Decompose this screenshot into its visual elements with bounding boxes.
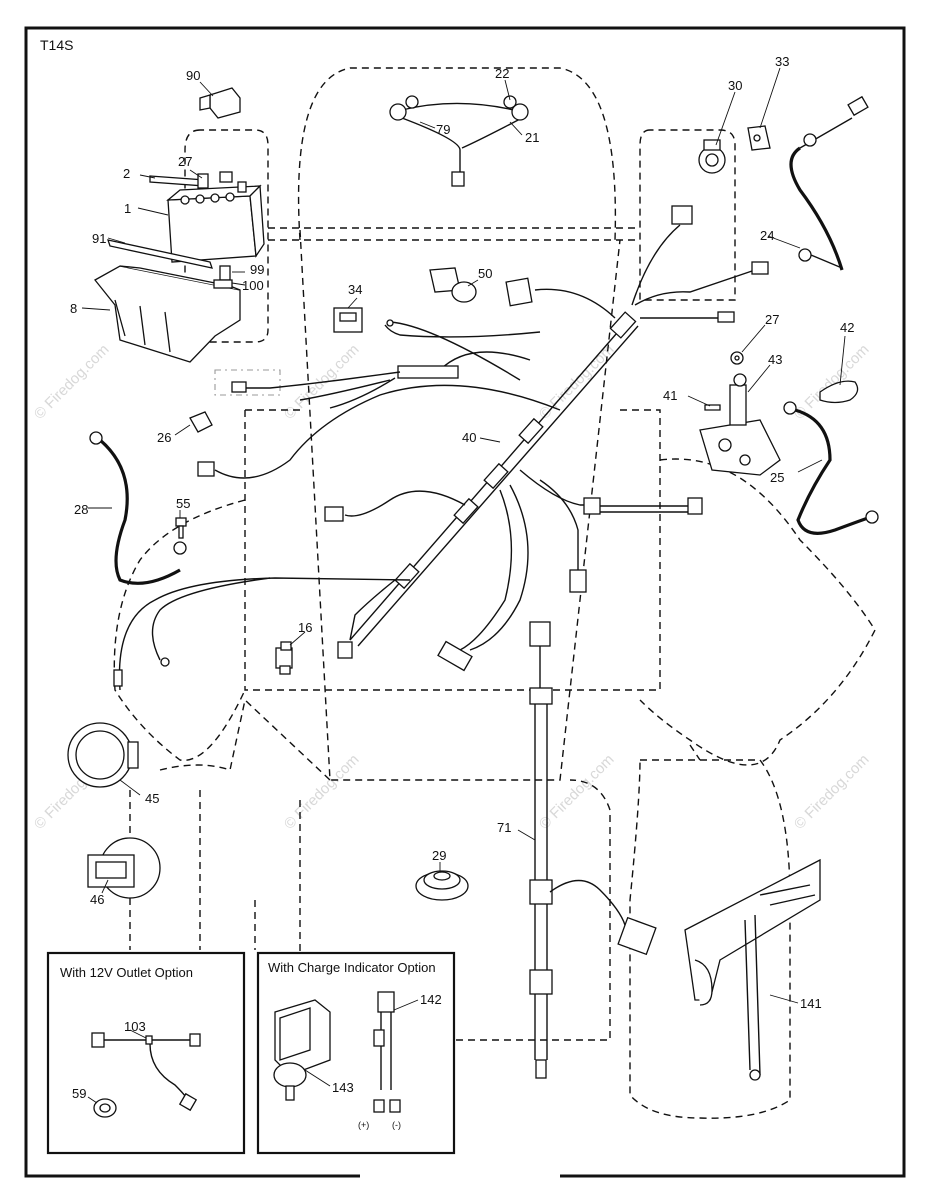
- callout-59: 59: [72, 1086, 86, 1101]
- switch-16: [275, 641, 293, 675]
- callout-43: 43: [768, 352, 782, 367]
- callout-41: 41: [663, 388, 677, 403]
- callout-99: 99: [250, 262, 264, 277]
- callout-46: 46: [90, 892, 104, 907]
- callout-142: 142: [420, 992, 442, 1007]
- callout-40: 40: [462, 430, 476, 445]
- minus-terminal-label: (-): [392, 1120, 401, 1130]
- battery-cable-24: [789, 95, 869, 271]
- callout-26: 26: [157, 430, 171, 445]
- leader-lines: [81, 67, 846, 1004]
- battery-bolt: [149, 175, 206, 187]
- hold-down-strap: [107, 239, 213, 269]
- callout-22: 22: [495, 66, 509, 81]
- callout-100: 100: [242, 278, 264, 293]
- callout-30: 30: [728, 78, 742, 93]
- callout-33: 33: [775, 54, 789, 69]
- callout-45: 45: [145, 791, 159, 806]
- gauge-45: [67, 722, 139, 788]
- callout-42: 42: [840, 320, 854, 335]
- terminal-boot-42: [819, 380, 859, 404]
- callout-27-nut: 27: [765, 312, 779, 327]
- outlet-option-box: With 12V Outlet Option 103 59: [46, 951, 246, 1155]
- watermark: © Firedog.com: [31, 341, 113, 423]
- nut-27: [730, 351, 744, 365]
- callout-28: 28: [74, 502, 88, 517]
- callout-25: 25: [770, 470, 784, 485]
- horn-29: [415, 870, 469, 901]
- callout-34: 34: [348, 282, 362, 297]
- part-90-switch: [199, 87, 241, 119]
- seat-harness-141: [684, 858, 821, 1081]
- callouts: 90 2 27 1 91 8 99 100 22 21 79 30 33 24 …: [70, 54, 854, 1011]
- callout-79: 79: [436, 122, 450, 137]
- callout-1: 1: [124, 201, 131, 216]
- charge-indicator-box: With Charge Indicator Option 142 143 (+)…: [256, 951, 456, 1155]
- model-code: T14S: [40, 37, 73, 53]
- callout-8: 8: [70, 301, 77, 316]
- callout-50: 50: [478, 266, 492, 281]
- callout-24: 24: [760, 228, 774, 243]
- battery-cable-25: [783, 401, 879, 535]
- callout-71: 71: [497, 820, 511, 835]
- callout-103: 103: [124, 1019, 146, 1034]
- watermark: © Firedog.com: [791, 341, 873, 423]
- watermark: © Firedog.com: [536, 341, 618, 423]
- callout-91: 91: [92, 231, 106, 246]
- fuse-26: [189, 411, 213, 433]
- ground-cable-28: [89, 431, 187, 585]
- solenoid-43: [699, 373, 781, 476]
- ignition-switch: [698, 139, 726, 174]
- watermark: © Firedog.com: [536, 751, 618, 833]
- outlet-box-title: With 12V Outlet Option: [60, 965, 193, 980]
- main-harness-40: [113, 205, 769, 691]
- battery-assembly: [94, 171, 265, 363]
- charge-box-title: With Charge Indicator Option: [268, 960, 436, 975]
- watermark: © Firedog.com: [281, 751, 363, 833]
- callout-29: 29: [432, 848, 446, 863]
- callout-27: 27: [178, 154, 192, 169]
- callout-141: 141: [800, 996, 822, 1011]
- hour-meter-46: [87, 837, 161, 899]
- part-50: [429, 267, 477, 303]
- headlight-harness: [389, 95, 529, 187]
- battery: [167, 195, 257, 263]
- plus-terminal-label: (+): [358, 1120, 369, 1130]
- screw-41: [704, 404, 721, 411]
- relay-33: [747, 125, 771, 151]
- callout-2: 2: [123, 166, 130, 181]
- tractor-outline: [113, 67, 876, 1119]
- callout-90: 90: [186, 68, 200, 83]
- callout-143: 143: [332, 1080, 354, 1095]
- callout-55: 55: [176, 496, 190, 511]
- bolt-55: [175, 517, 187, 539]
- callout-16: 16: [298, 620, 312, 635]
- part-34-switch: [333, 307, 363, 333]
- harness-71: [529, 621, 657, 1079]
- callout-21: 21: [525, 130, 539, 145]
- watermark: © Firedog.com: [791, 751, 873, 833]
